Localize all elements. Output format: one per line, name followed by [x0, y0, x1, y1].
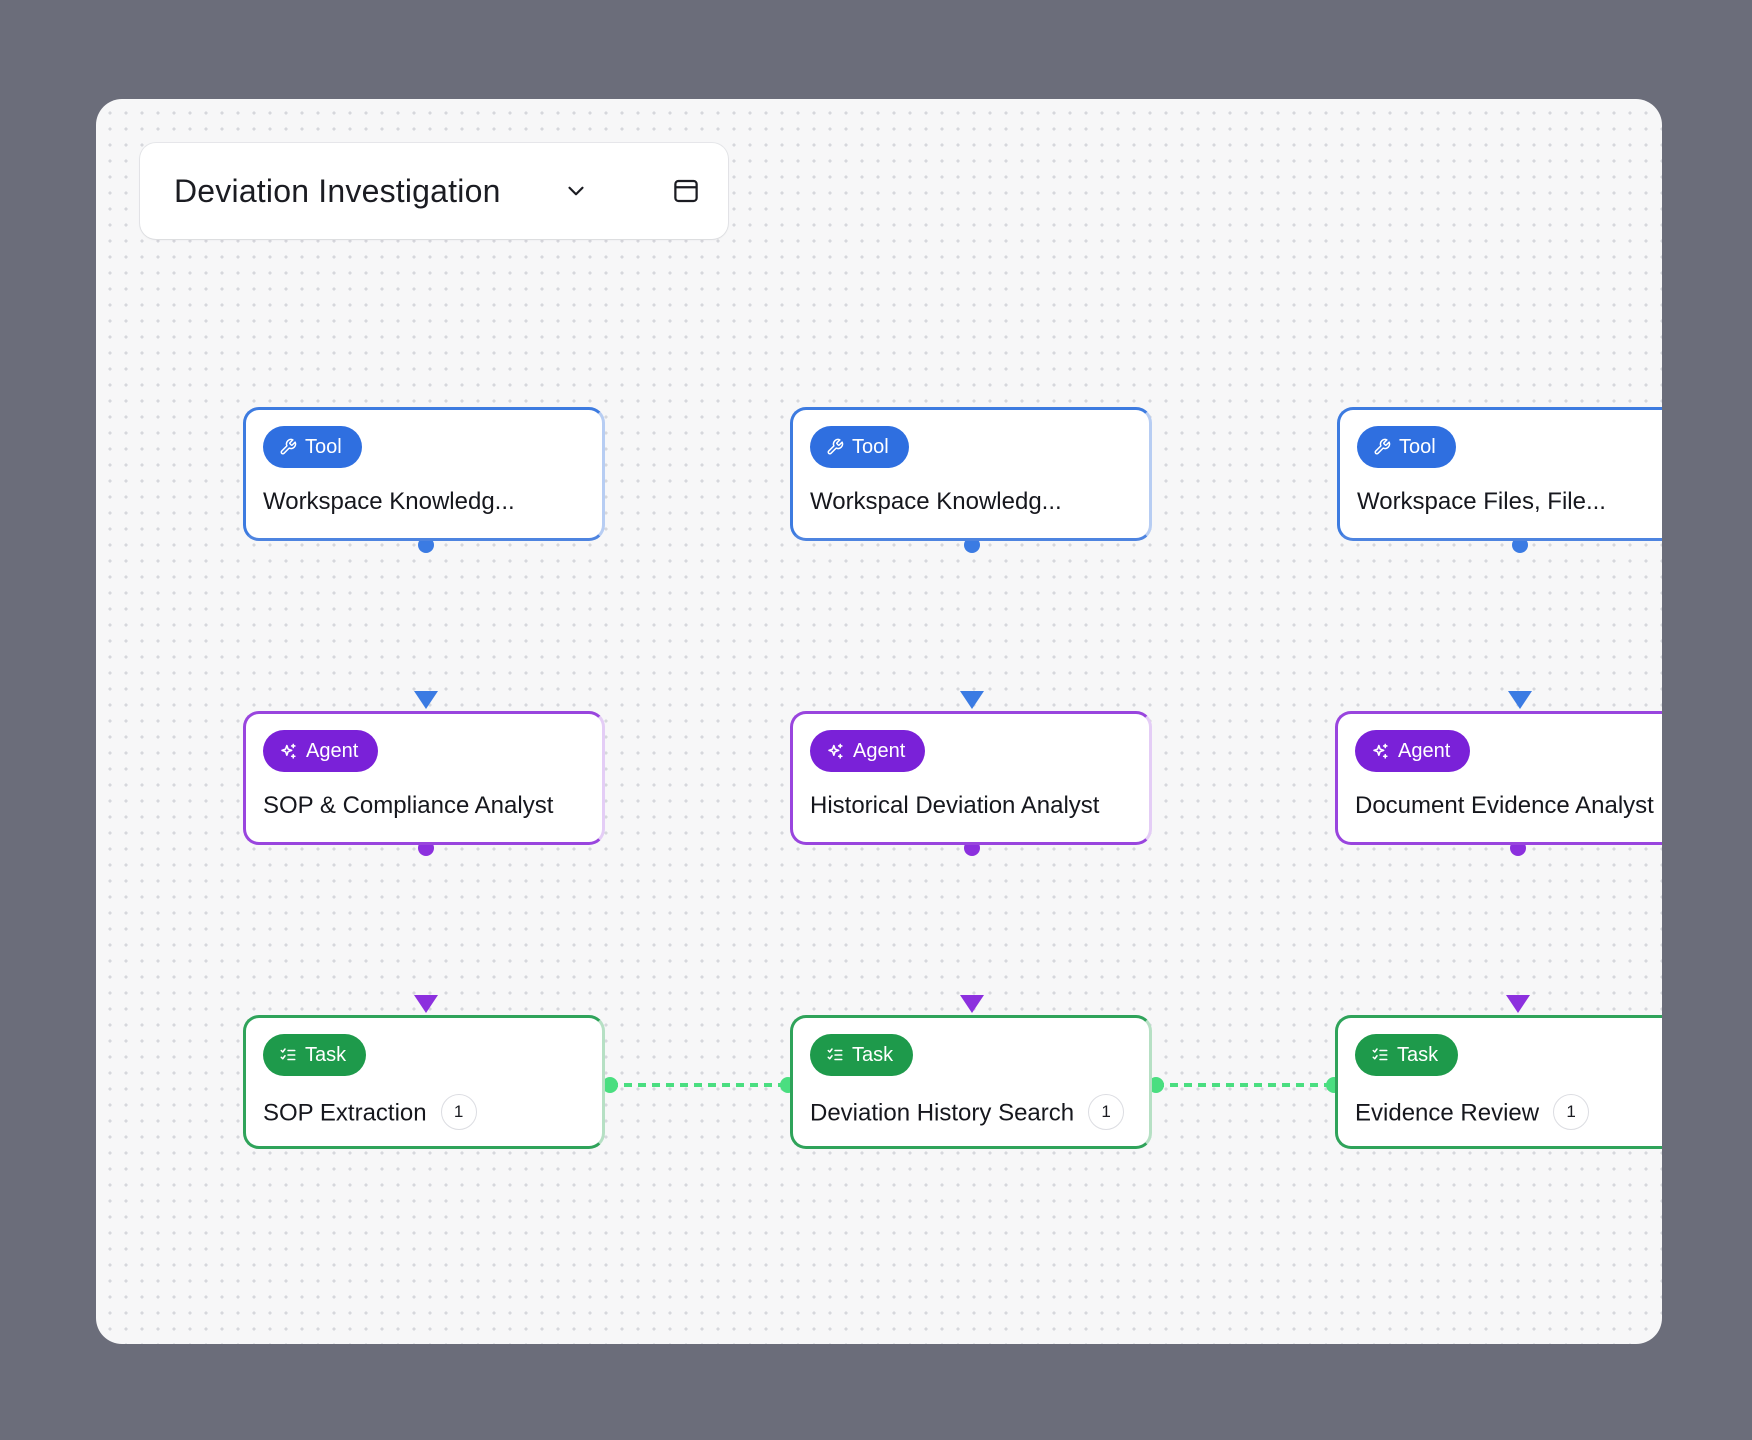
edge-tool-agent-2 [960, 537, 984, 709]
task-badge: Task [810, 1034, 914, 1076]
agent-badge: Agent [810, 730, 926, 772]
tool-node-label: Workspace Files, File... [1357, 488, 1606, 515]
agent-badge-label: Agent [853, 739, 906, 762]
edge-agent-task-3 [1506, 840, 1530, 1013]
tool-node-1[interactable]: Tool Workspace Knowledg... [243, 407, 605, 541]
tool-node-label: Workspace Knowledg... [810, 488, 1062, 515]
task-count-badge: 1 [440, 1094, 477, 1130]
agent-badge-label: Agent [306, 739, 359, 762]
task-badge: Task [1355, 1034, 1459, 1076]
workflow-selector[interactable]: Deviation Investigation [140, 143, 728, 239]
workflow-title: Deviation Investigation [174, 173, 501, 209]
panel-layout-icon[interactable] [668, 173, 704, 209]
task-badge-label: Task [1397, 1043, 1439, 1066]
edge-task-1-to-task-2 [602, 1077, 796, 1093]
tool-badge: Tool [1357, 426, 1456, 468]
wrench-icon [827, 438, 844, 455]
task-node-3[interactable]: Task Evidence Review 1 [1335, 1015, 1662, 1149]
agent-node-2[interactable]: Agent Historical Deviation Analyst [790, 711, 1152, 845]
agent-node-1[interactable]: Agent SOP & Compliance Analyst [243, 711, 605, 845]
agent-node-label: SOP & Compliance Analyst [263, 792, 554, 819]
sparkle-icon [1373, 743, 1388, 759]
tool-node-2[interactable]: Tool Workspace Knowledg... [790, 407, 1152, 541]
tool-badge-label: Tool [305, 435, 342, 458]
tool-badge: Tool [810, 426, 909, 468]
task-badge-label: Task [852, 1043, 894, 1066]
workflow-canvas[interactable]: Deviation Investigation Tool Workspace K… [96, 99, 1662, 1344]
task-node-label: SOP Extraction [263, 1099, 427, 1127]
sparkle-icon [828, 743, 843, 759]
task-badge-label: Task [305, 1043, 347, 1066]
checklist-icon [1372, 1048, 1388, 1061]
agent-node-label: Historical Deviation Analyst [810, 792, 1100, 819]
agent-node-label: Document Evidence Analyst [1355, 792, 1654, 819]
edge-agent-task-1 [414, 840, 438, 1013]
edge-agent-task-2 [960, 840, 984, 1013]
agent-badge-label: Agent [1398, 739, 1451, 762]
task-node-1[interactable]: Task SOP Extraction 1 [243, 1015, 605, 1149]
edge-task-2-to-task-3 [1148, 1077, 1342, 1093]
chevron-down-icon[interactable] [558, 173, 594, 209]
task-node-label: Evidence Review [1355, 1099, 1540, 1127]
checklist-icon [827, 1048, 843, 1061]
task-count-badge: 1 [1553, 1094, 1590, 1130]
agent-badge: Agent [263, 730, 379, 772]
task-node-title: SOP Extraction 1 [263, 1094, 477, 1132]
edge-tool-agent-1 [414, 537, 438, 709]
tool-badge: Tool [263, 426, 362, 468]
tool-badge-label: Tool [852, 435, 889, 458]
task-badge: Task [263, 1034, 367, 1076]
task-node-label: Deviation History Search [810, 1099, 1075, 1127]
checklist-icon [280, 1048, 296, 1061]
task-node-title: Deviation History Search 1 [810, 1094, 1125, 1132]
wrench-icon [280, 438, 297, 455]
tool-node-label: Workspace Knowledg... [263, 488, 515, 515]
tool-badge-label: Tool [1399, 435, 1436, 458]
task-count-badge: 1 [1088, 1094, 1125, 1130]
task-node-title: Evidence Review 1 [1355, 1094, 1590, 1132]
wrench-icon [1374, 438, 1391, 455]
agent-badge: Agent [1355, 730, 1471, 772]
sparkle-icon [281, 743, 296, 759]
tool-node-3[interactable]: Tool Workspace Files, File... [1337, 407, 1662, 541]
agent-node-3[interactable]: Agent Document Evidence Analyst [1335, 711, 1662, 845]
task-node-2[interactable]: Task Deviation History Search 1 [790, 1015, 1152, 1149]
edge-tool-agent-3 [1508, 537, 1532, 709]
